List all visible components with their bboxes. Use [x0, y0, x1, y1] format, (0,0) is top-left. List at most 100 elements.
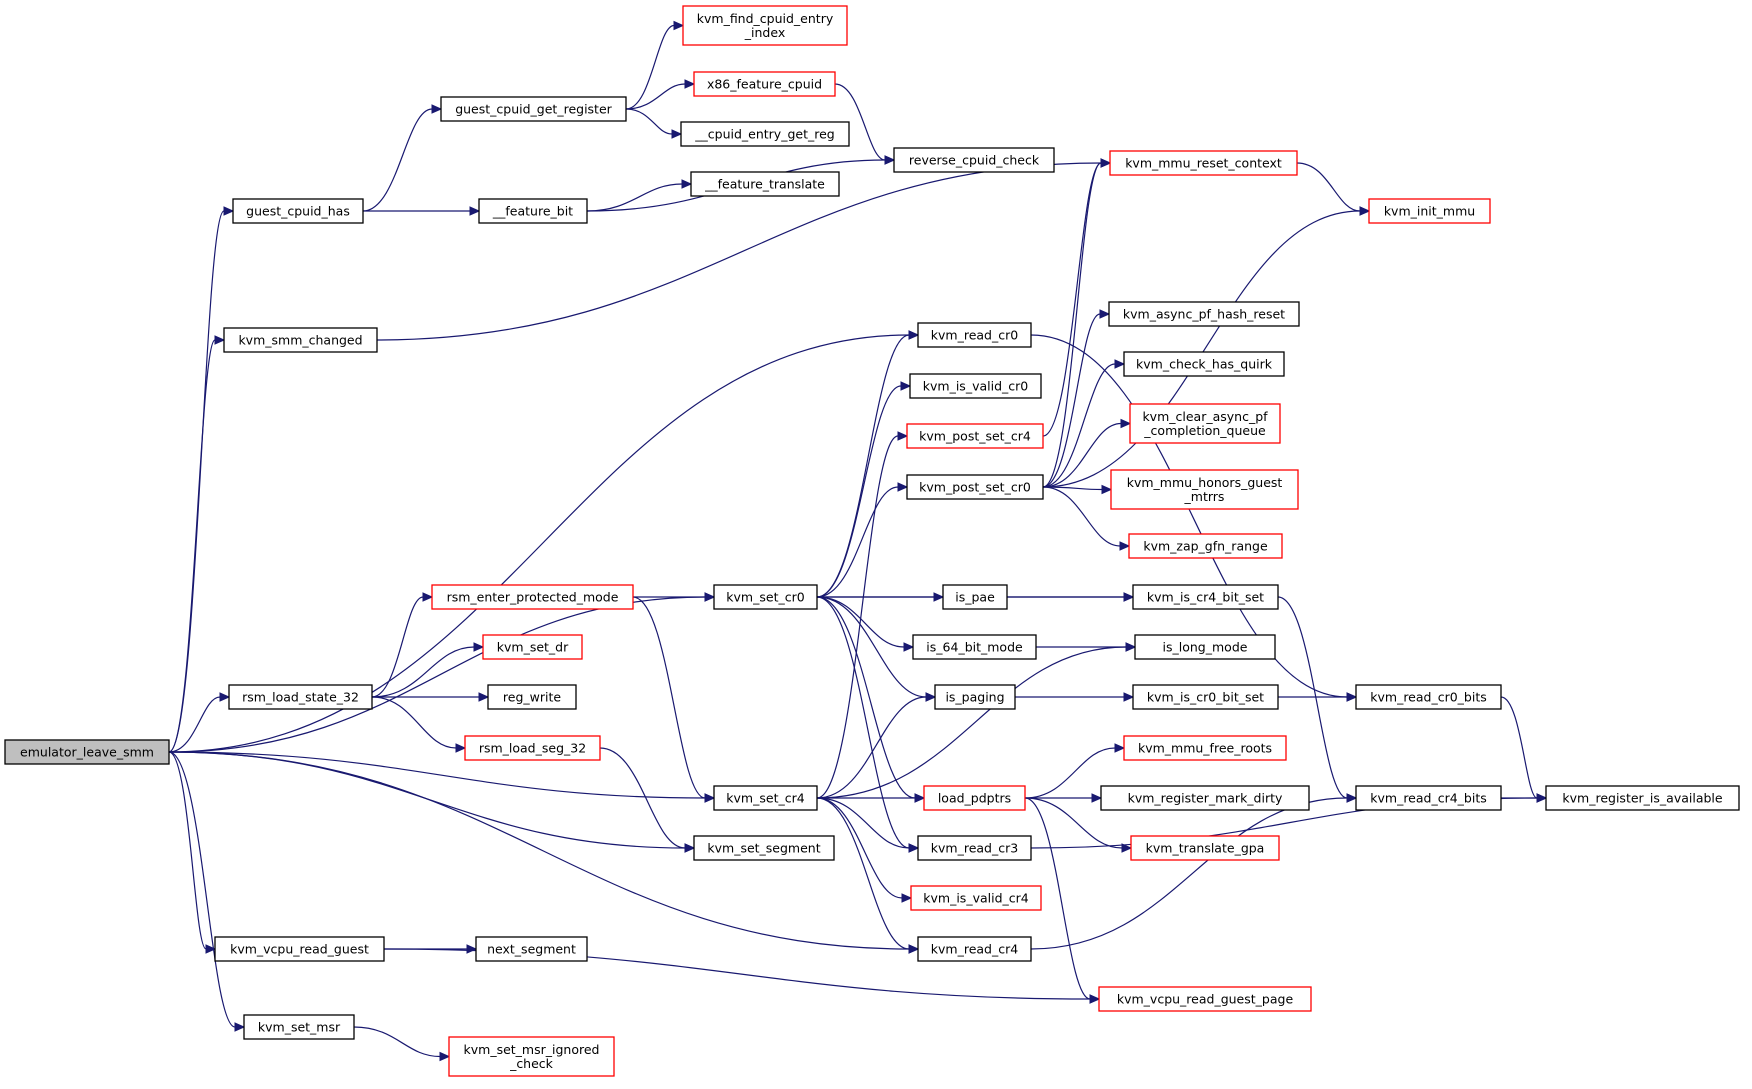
- node-label: kvm_find_cpuid_entry: [697, 11, 834, 26]
- node-kvm-async-pf-hash-reset[interactable]: kvm_async_pf_hash_reset: [1108, 301, 1300, 327]
- node-box: [1108, 301, 1300, 327]
- node-box: [1545, 785, 1740, 811]
- call-edge-emulator_leave_smm-to-kvm_vcpu_read_guest: [168, 751, 217, 954]
- node-label: __feature_translate: [704, 177, 825, 192]
- node-is-64-bit-mode[interactable]: is_64_bit_mode: [912, 634, 1037, 660]
- node-kvm-register-mark-dirty[interactable]: kvm_register_mark_dirty: [1100, 785, 1310, 811]
- node-label: reverse_cpuid_check: [909, 153, 1040, 168]
- node-reg-write[interactable]: reg_write: [487, 684, 577, 710]
- node-guest-cpuid-has[interactable]: guest_cpuid_has: [232, 198, 364, 224]
- node-kvm-init-mmu[interactable]: kvm_init_mmu: [1368, 198, 1491, 224]
- edge-arrowhead: [1119, 541, 1131, 551]
- node-x86-feature-cpuid[interactable]: x86_feature_cpuid: [693, 71, 836, 97]
- node-kvm-read-cr4[interactable]: kvm_read_cr4: [917, 936, 1032, 962]
- edge-line: [586, 183, 683, 212]
- node-kvm-find-cpuid-entry-index[interactable]: kvm_find_cpuid_entry_index: [682, 5, 848, 46]
- node-kvm-post-set-cr4[interactable]: kvm_post_set_cr4: [906, 423, 1044, 449]
- node-guest-cpuid-get-register[interactable]: guest_cpuid_get_register: [440, 96, 627, 122]
- node-box: [690, 171, 840, 197]
- node-kvm-vcpu-read-guest[interactable]: kvm_vcpu_read_guest: [214, 936, 385, 962]
- call-edge-kvm_set_cr0-to-kvm_read_cr0: [816, 330, 920, 598]
- node-is-pae[interactable]: is_pae: [942, 584, 1008, 610]
- node-feature-bit[interactable]: __feature_bit: [478, 198, 588, 224]
- node-kvm-set-cr4[interactable]: kvm_set_cr4: [713, 785, 818, 811]
- node-label: kvm_smm_changed: [238, 333, 362, 348]
- edge-line: [371, 596, 424, 698]
- node-kvm-read-cr0[interactable]: kvm_read_cr0: [917, 322, 1032, 348]
- node-kvm-is-valid-cr0[interactable]: kvm_is_valid_cr0: [909, 373, 1042, 399]
- node-kvm-check-has-quirk[interactable]: kvm_check_has_quirk: [1123, 351, 1285, 377]
- node-kvm-mmu-reset-context[interactable]: kvm_mmu_reset_context: [1109, 150, 1298, 176]
- node-load-pdptrs[interactable]: load_pdptrs: [923, 785, 1026, 811]
- call-edge-rsm_enter_protected_mode-to-kvm_set_cr4: [632, 596, 716, 803]
- node-kvm-set-msr-ignored-check[interactable]: kvm_set_msr_ignored_check: [448, 1036, 615, 1077]
- call-edge-kvm_set_cr0-to-load_pdptrs: [816, 596, 926, 803]
- edge-arrowhead: [439, 1051, 451, 1062]
- node-kvm-is-valid-cr4[interactable]: kvm_is_valid_cr4: [910, 885, 1042, 911]
- call-edge-rsm_load_state_32-to-kvm_set_dr: [371, 642, 485, 698]
- node-label: kvm_is_valid_cr0: [923, 379, 1028, 394]
- node-is-long-mode[interactable]: is_long_mode: [1134, 634, 1276, 660]
- node-kvm-set-cr0[interactable]: kvm_set_cr0: [713, 584, 818, 610]
- call-edge-kvm_set_cr4-to-kvm_is_valid_cr4: [816, 797, 913, 903]
- node-rsm-load-seg-32[interactable]: rsm_load_seg_32: [464, 735, 601, 761]
- edge-line: [1042, 162, 1102, 488]
- node-label: kvm_is_valid_cr4: [923, 891, 1028, 906]
- call-edge-emulator_leave_smm-to-kvm_smm_changed: [168, 335, 226, 753]
- node-is-paging[interactable]: is_paging: [934, 684, 1016, 710]
- node-kvm-post-set-cr0[interactable]: kvm_post_set_cr0: [906, 474, 1044, 500]
- node-kvm-mmu-honors-guest-mtrrs[interactable]: kvm_mmu_honors_guest_mtrrs: [1110, 469, 1299, 510]
- node-kvm-mmu-free-roots[interactable]: kvm_mmu_free_roots: [1123, 735, 1287, 761]
- node-kvm-zap-gfn-range[interactable]: kvm_zap_gfn_range: [1128, 533, 1283, 559]
- node-kvm-clear-async-pf-completion-queue[interactable]: kvm_clear_async_pf_completion_queue: [1129, 403, 1281, 444]
- node-label: kvm_vcpu_read_guest: [230, 942, 369, 957]
- call-edge-kvm_post_set_cr0-to-kvm_async_pf_hash_reset: [1042, 309, 1111, 488]
- edge-line: [1042, 363, 1116, 488]
- node-rsm-load-state-32[interactable]: rsm_load_state_32: [228, 684, 373, 710]
- edge-line: [168, 339, 216, 753]
- node-feature-translate[interactable]: __feature_translate: [690, 171, 840, 197]
- node-box: [1110, 469, 1299, 510]
- call-edge-emulator_leave_smm-to-kvm_set_segment: [168, 751, 696, 853]
- node-kvm-read-cr4-bits[interactable]: kvm_read_cr4_bits: [1355, 785, 1502, 811]
- call-edge-load_pdptrs-to-kvm_mmu_free_roots: [1024, 743, 1126, 799]
- node-kvm-smm-changed[interactable]: kvm_smm_changed: [223, 327, 378, 353]
- edge-line: [1030, 334, 1348, 698]
- node-kvm-vcpu-read-guest-page[interactable]: kvm_vcpu_read_guest_page: [1098, 986, 1312, 1012]
- node-kvm-translate-gpa[interactable]: kvm_translate_gpa: [1130, 835, 1280, 861]
- edge-arrowhead: [1100, 158, 1112, 168]
- node-cpuid-entry-get-reg[interactable]: __cpuid_entry_get_reg: [680, 121, 850, 147]
- edge-line: [371, 696, 457, 749]
- edge-arrowhead: [1121, 843, 1133, 853]
- call-edge-kvm_post_set_cr0-to-kvm_clear_async_pf_completion_queue: [1042, 418, 1132, 488]
- node-kvm-set-dr[interactable]: kvm_set_dr: [482, 634, 583, 660]
- call-edge-emulator_leave_smm-to-kvm_set_msr: [168, 751, 246, 1032]
- call-edge-kvm_post_set_cr0-to-kvm_zap_gfn_range: [1042, 486, 1131, 551]
- node-rsm-enter-protected-mode[interactable]: rsm_enter_protected_mode: [431, 584, 634, 610]
- edge-arrowhead: [684, 843, 696, 853]
- node-label: kvm_zap_gfn_range: [1143, 539, 1268, 554]
- call-edge-is_paging-to-kvm_is_cr0_bit_set: [1014, 692, 1135, 702]
- node-kvm-read-cr0-bits[interactable]: kvm_read_cr0_bits: [1355, 684, 1502, 710]
- node-kvm-read-cr3[interactable]: kvm_read_cr3: [917, 835, 1032, 861]
- node-box: [1123, 351, 1285, 377]
- call-edge-emulator_leave_smm-to-kvm_set_cr0: [168, 592, 716, 753]
- node-label: is_pae: [955, 590, 995, 605]
- call-edge-kvm_set_cr4-to-is_long_mode: [816, 642, 1137, 799]
- node-kvm-is-cr0-bit-set[interactable]: kvm_is_cr0_bit_set: [1132, 684, 1279, 710]
- edge-arrowhead: [1114, 359, 1126, 369]
- node-emulator-leave-smm[interactable]: emulator_leave_smm: [4, 739, 170, 765]
- edge-arrowhead: [469, 206, 481, 216]
- edge-line: [168, 751, 686, 849]
- edge-arrowhead: [671, 129, 683, 139]
- node-next-segment[interactable]: next_segment: [475, 936, 588, 962]
- edge-line: [353, 1026, 441, 1058]
- node-kvm-set-msr[interactable]: kvm_set_msr: [243, 1014, 355, 1040]
- node-kvm-set-segment[interactable]: kvm_set_segment: [693, 835, 835, 861]
- call-edge-kvm_mmu_reset_context-to-kvm_init_mmu: [1296, 162, 1371, 216]
- node-kvm-is-cr4-bit-set[interactable]: kvm_is_cr4_bit_set: [1132, 584, 1279, 610]
- node-label: _check: [509, 1056, 554, 1071]
- node-kvm-register-is-available[interactable]: kvm_register_is_available: [1545, 785, 1740, 811]
- edge-arrowhead: [704, 592, 716, 602]
- node-reverse-cpuid-check[interactable]: reverse_cpuid_check: [893, 147, 1055, 173]
